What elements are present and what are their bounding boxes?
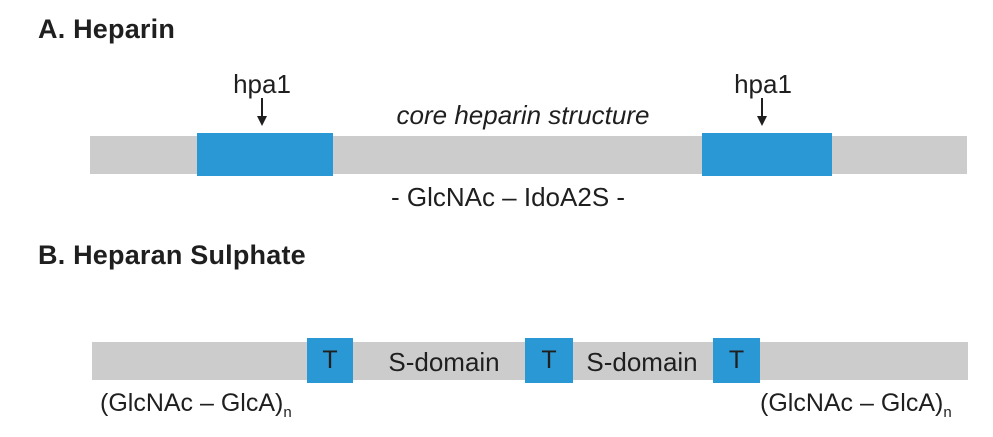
down-arrow-icon bbox=[255, 97, 269, 127]
s-domain-label-1: S-domain bbox=[388, 347, 500, 377]
heparin-cleavage-site-right bbox=[702, 133, 832, 176]
heparin-repeat-unit-label: - GlcNAc – IdoA2S - bbox=[390, 182, 626, 212]
heparan-repeat-unit-label-left: (GlcNAc – GlcA)n bbox=[100, 389, 292, 421]
transition-zone-block-3: T bbox=[713, 338, 760, 383]
panel-b-title: B. Heparan Sulphate bbox=[38, 240, 306, 270]
heparan-repeat-unit-label-right: (GlcNAc – GlcA)n bbox=[760, 389, 952, 421]
transition-zone-label: T bbox=[541, 346, 557, 374]
repeat-unit-text: (GlcNAc – GlcA) bbox=[760, 389, 944, 417]
s-domain-label-2: S-domain bbox=[586, 347, 698, 377]
transition-zone-label: T bbox=[322, 346, 338, 374]
panel-a-title: A. Heparin bbox=[38, 14, 176, 44]
transition-zone-block-2: T bbox=[525, 338, 573, 383]
hpa1-label-left: hpa1 bbox=[233, 69, 291, 99]
repeat-unit-text: (GlcNAc – GlcA) bbox=[100, 389, 284, 417]
transition-zone-label: T bbox=[728, 346, 745, 374]
down-arrow-icon bbox=[755, 97, 769, 127]
core-heparin-structure-label: core heparin structure bbox=[396, 100, 650, 130]
repeat-unit-subscript: n bbox=[943, 404, 952, 421]
transition-zone-block-1: T bbox=[307, 338, 353, 383]
heparin-cleavage-site-left bbox=[197, 133, 333, 176]
hpa1-label-right: hpa1 bbox=[734, 69, 792, 99]
repeat-unit-subscript: n bbox=[283, 404, 292, 421]
